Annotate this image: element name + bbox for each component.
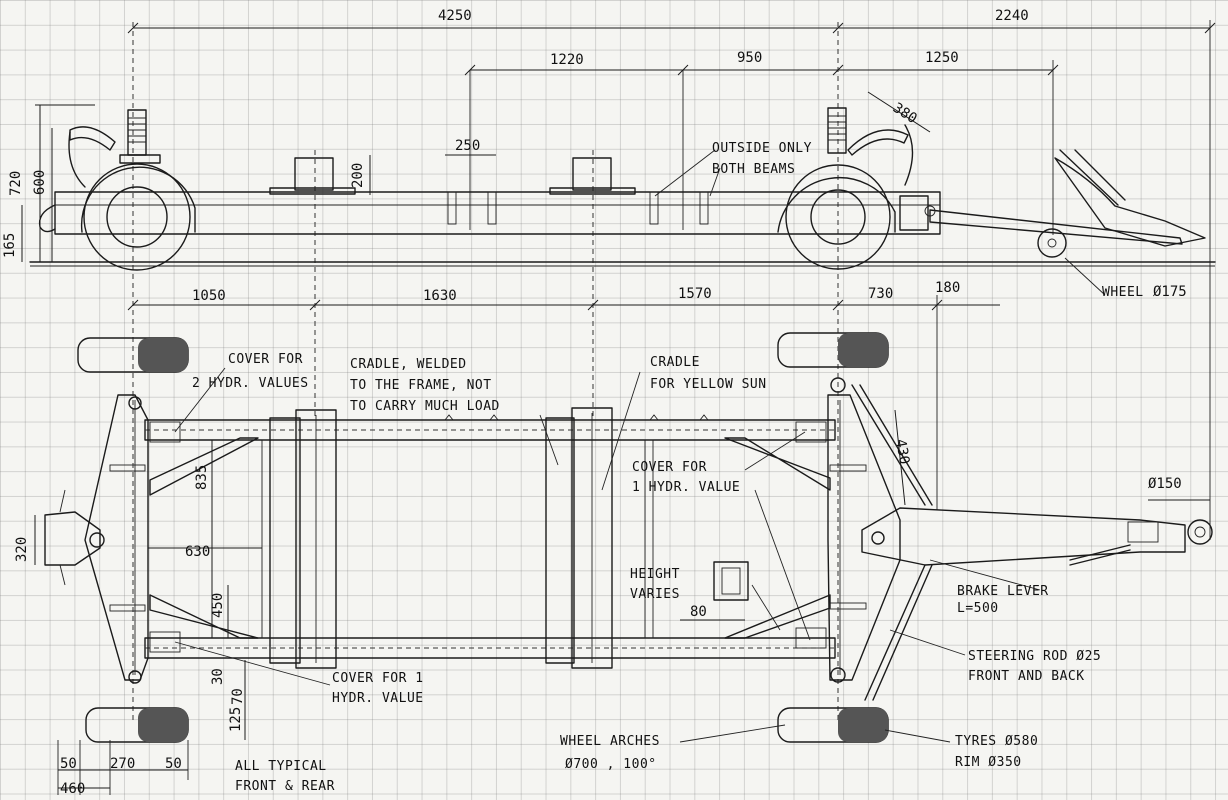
note-typical-l2: FRONT & REAR	[235, 779, 335, 794]
note-arches-l2: Ø700 , 100°	[565, 757, 657, 772]
note-outside-only: OUTSIDE ONLY	[712, 141, 812, 156]
note-height-l2: VARIES	[630, 587, 680, 602]
dim-950: 950	[737, 50, 762, 66]
note-cover1a-l1: COVER FOR	[632, 460, 707, 475]
dim-270: 270	[110, 756, 135, 772]
note-cover2-l2: 2 HYDR. VALUES	[192, 376, 309, 391]
note-steer-l1: STEERING ROD Ø25	[968, 649, 1101, 664]
main-beam-side	[54, 191, 941, 235]
drawbar-side	[929, 209, 1183, 245]
dim-460: 460	[60, 781, 85, 797]
dim-1250: 1250	[925, 50, 959, 66]
note-cradle-welded-l2: TO THE FRAME, NOT	[350, 378, 492, 393]
dim-430: 430	[892, 438, 912, 466]
dim-1220: 1220	[550, 52, 584, 68]
note-cradle-welded-l1: CRADLE, WELDED	[350, 357, 467, 372]
cradle-1-side	[294, 157, 334, 191]
rear-axle-beam	[827, 394, 901, 681]
note-cradle-sun-l1: CRADLE	[650, 355, 700, 370]
dim-180: 180	[935, 280, 960, 296]
note-height-l1: HEIGHT	[630, 567, 680, 582]
plan-labels: COVER FOR 2 HYDR. VALUES CRADLE, WELDED …	[14, 352, 1182, 797]
cradle-2-main	[571, 407, 613, 669]
note-tyres: TYRES Ø580	[955, 734, 1038, 749]
rear-wheel-arch	[777, 176, 896, 233]
dim-250: 250	[455, 138, 480, 154]
note-rim: RIM Ø350	[955, 755, 1022, 770]
note-ring-dia: Ø150	[1148, 476, 1182, 492]
front-coupling	[44, 511, 101, 566]
cradle-2-side	[572, 157, 612, 191]
note-brake-l1: BRAKE LEVER	[957, 584, 1049, 599]
plan-view	[34, 332, 1213, 795]
front-wheel-side	[83, 163, 191, 271]
tow-ring	[1187, 519, 1213, 545]
side-elevation	[29, 107, 1216, 296]
dim-835: 835	[194, 465, 210, 490]
note-wheel: WHEEL	[1102, 285, 1144, 300]
dim-600: 600	[32, 170, 48, 195]
note-cradle-sun-l2: FOR YELLOW SUN	[650, 377, 767, 392]
note-both-beams: BOTH BEAMS	[712, 162, 795, 177]
dim-30: 30	[210, 668, 226, 685]
top-dimensions: 4250 2240 1220 950 1250 380 250 200 720 …	[2, 8, 1216, 262]
note-arches-l1: WHEEL ARCHES	[560, 734, 660, 749]
front-axle-beam	[84, 394, 149, 681]
dim-1630: 1630	[423, 288, 457, 304]
note-cover1b-l1: COVER FOR 1	[332, 671, 424, 686]
dim-320: 320	[14, 537, 30, 562]
dim-50-left: 50	[60, 756, 77, 772]
cradle-2-left	[545, 417, 575, 664]
dim-70: 70	[230, 688, 246, 705]
dim-125: 125	[228, 707, 244, 732]
rear-wheel-side	[785, 164, 891, 270]
note-cover1a-l2: 1 HYDR. VALUE	[632, 480, 740, 495]
note-wheel-dia: Ø175	[1153, 284, 1187, 300]
dim-450: 450	[210, 593, 226, 618]
dim-730: 730	[868, 286, 893, 302]
dim-720: 720	[8, 171, 24, 196]
dim-1050: 1050	[192, 288, 226, 304]
dim-1570: 1570	[678, 286, 712, 302]
front-wheel-arch	[80, 166, 196, 233]
drawbar-plan	[861, 507, 1186, 566]
centre-lines	[132, 20, 1211, 720]
note-steer-l2: FRONT AND BACK	[968, 669, 1085, 684]
dim-200: 200	[350, 163, 366, 188]
dim-630: 630	[185, 544, 210, 560]
dim-165: 165	[2, 233, 18, 258]
cradle-1-left	[269, 417, 301, 664]
note-cover2-l1: COVER FOR	[228, 352, 303, 367]
jockey-wheel	[1037, 228, 1067, 258]
mid-dimensions: 1050 1630 1570 730 180	[127, 280, 1000, 311]
note-typical-l1: ALL TYPICAL	[235, 759, 327, 774]
note-brake-l2: L=500	[957, 601, 999, 616]
note-cover1b-l2: HYDR. VALUE	[332, 691, 424, 706]
dim-50-right: 50	[165, 756, 182, 772]
dim-80: 80	[690, 604, 707, 620]
front-hook	[38, 204, 56, 233]
cradle-1-main	[295, 409, 337, 669]
height-block	[713, 561, 749, 601]
dim-2240: 2240	[995, 8, 1029, 24]
note-cradle-welded-l3: TO CARRY MUCH LOAD	[350, 399, 500, 414]
dim-4250: 4250	[438, 8, 472, 24]
